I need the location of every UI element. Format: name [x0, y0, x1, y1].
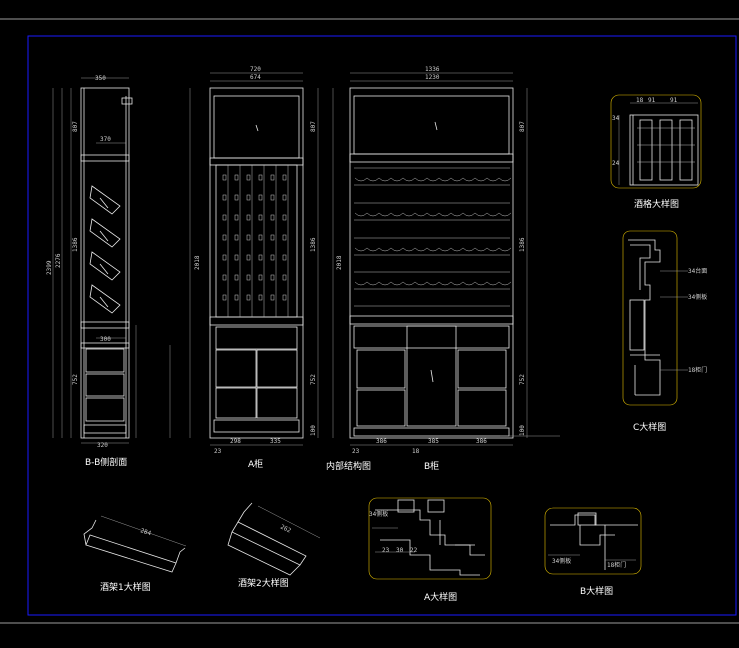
- label-detail-b: B大样图: [580, 585, 613, 597]
- dim-rack-284: 284: [139, 527, 152, 537]
- dim-b-34-side: 34侧板: [552, 557, 571, 565]
- label-detail-rack2: 酒架2大样图: [238, 577, 289, 589]
- section-bb-view: [52, 77, 171, 444]
- cabinet-a-view: [189, 72, 319, 446]
- dim-low-752: 752: [72, 374, 79, 385]
- dim-b-bot-23: 23: [352, 448, 360, 455]
- c-detail: [622, 230, 688, 406]
- dim-b-bot-385: 385: [428, 438, 439, 445]
- rack1-detail: [83, 515, 187, 573]
- dim-c-18-door: 18柜门: [688, 366, 707, 374]
- dim-height-2276: 2276: [55, 253, 62, 268]
- dim-a-30: 30: [396, 547, 404, 554]
- dim-a-bot-23: 23: [214, 448, 222, 455]
- dim-wine-91b: 91: [670, 97, 678, 104]
- dim-width-a: 720: [250, 66, 261, 73]
- label-detail-rack1: 酒架1大样图: [100, 581, 151, 593]
- dim-b-bot-18: 18: [412, 448, 420, 455]
- dim-total-height: 2399: [46, 260, 53, 275]
- cabinet-a-wine-grid: [222, 174, 287, 301]
- dim-a-34-side: 34侧板: [369, 510, 388, 518]
- dim-side-320: 320: [97, 442, 108, 449]
- label-detail-a: A大样图: [424, 591, 457, 603]
- dim-height-b: 2018: [336, 255, 343, 270]
- dim-width-b: 1336: [425, 66, 440, 73]
- label-section-bb: B-B侧剖面: [85, 456, 127, 468]
- dim-side-300: 300: [100, 336, 111, 343]
- dim-a-mid-1386: 1386: [310, 237, 317, 252]
- a-detail: [368, 497, 492, 580]
- dim-width-b-inner: 1230: [425, 74, 440, 81]
- dim-side-370: 370: [100, 136, 111, 143]
- dim-b-bot-386b: 386: [476, 438, 487, 445]
- dim-rack-262: 262: [279, 524, 292, 535]
- dim-width-a-inner: 674: [250, 74, 261, 81]
- dim-b-mid-1386: 1386: [519, 237, 526, 252]
- dim-a-bot-298: 298: [230, 438, 241, 445]
- dim-wine-18: 18: [636, 97, 644, 104]
- dim-b-18-door: 18柜门: [607, 561, 626, 569]
- dim-b-bot-386: 386: [376, 438, 387, 445]
- dim-c-34-top: 34台面: [688, 267, 707, 275]
- label-cabinet-b: B柜: [424, 460, 439, 472]
- label-internal: 内部结构图: [326, 460, 371, 472]
- label-cabinet-a: A柜: [248, 458, 263, 470]
- cabinet-b-view: [332, 72, 560, 446]
- dim-a-23: 23: [382, 547, 390, 554]
- b-detail: [544, 507, 642, 575]
- dim-wine-91: 91: [648, 97, 656, 104]
- dim-b-base-100: 100: [519, 425, 526, 436]
- label-detail-wine: 酒格大样图: [634, 198, 679, 210]
- dim-top-807: 807: [72, 121, 79, 132]
- dim-b-low-752: 752: [519, 374, 526, 385]
- dim-b-top-807: 807: [519, 121, 526, 132]
- dim-a-22: 22: [410, 547, 418, 554]
- wine-grid-detail: [610, 94, 702, 189]
- dim-a-low-752: 752: [310, 374, 317, 385]
- drawing-frame: [27, 35, 737, 616]
- dim-side-350: 350: [95, 75, 106, 82]
- dim-a-top-807: 807: [310, 121, 317, 132]
- dim-wine-34: 34: [612, 115, 620, 122]
- dim-wine-24: 24: [612, 160, 620, 167]
- label-detail-c: C大样图: [633, 421, 666, 433]
- dim-a-base-100: 100: [310, 425, 317, 436]
- dim-a-bot-335: 335: [270, 438, 281, 445]
- dim-height-a: 2018: [194, 255, 201, 270]
- dim-mid-1386: 1386: [72, 237, 79, 252]
- dim-c-34-side: 34侧板: [688, 293, 707, 301]
- rack2-detail: [227, 502, 321, 576]
